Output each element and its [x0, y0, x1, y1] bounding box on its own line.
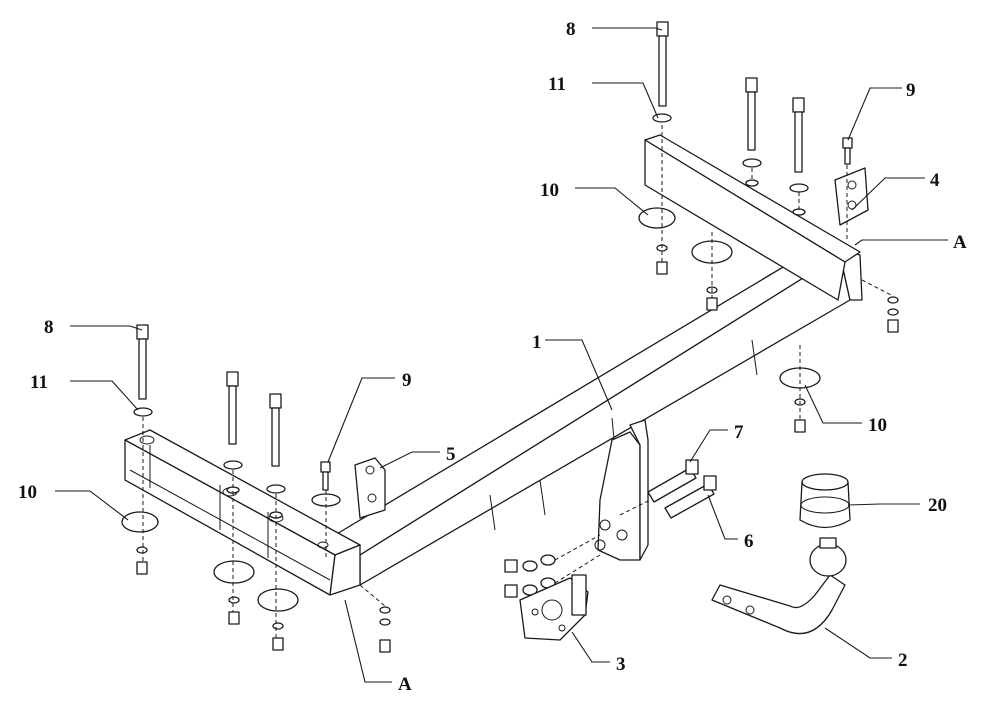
socket-plate-part-3: [519, 574, 589, 641]
ball-cover-part-20: [799, 473, 851, 529]
washer-stack-bottom: [379, 606, 391, 653]
towbar-crossbeam: [334, 134, 863, 586]
plate-right: [779, 367, 821, 433]
ball-mount-flange: [594, 419, 649, 561]
callout-10-left: 10: [18, 482, 37, 503]
bolt-part-7: [647, 459, 699, 503]
bolt-left-2: [223, 371, 243, 470]
bracket-part-4: [834, 137, 869, 226]
bracket-part-5: [311, 457, 386, 519]
bolt-top-3: [789, 97, 809, 193]
callout-a-bottom: A: [398, 674, 412, 695]
bolt-part-6: [664, 475, 717, 519]
callout-9-mid: 9: [402, 370, 412, 391]
callout-6: 6: [744, 531, 754, 552]
plate-left-low: [257, 588, 299, 651]
callout-2: 2: [898, 650, 908, 671]
plate-left-mid: [213, 560, 255, 625]
callout-8-top: 8: [566, 19, 576, 40]
callout-1: 1: [532, 332, 542, 353]
bolt-top-2: [742, 77, 762, 168]
callout-10-right: 10: [868, 415, 887, 436]
callout-labels: 8 11 9 4 10 A 1 8 11 9 10 7 5 10 20 6 3 …: [18, 19, 967, 695]
bolt-left-1: [133, 324, 153, 417]
callout-3: 3: [616, 654, 626, 675]
callout-4: 4: [930, 170, 940, 191]
callout-11-left: 11: [30, 372, 48, 393]
callout-5: 5: [446, 444, 456, 465]
bolt-top-1: [652, 21, 672, 123]
leader-lines: [55, 27, 948, 683]
tow-ball-part-2: [711, 537, 847, 635]
nuts-washers-group: [504, 534, 601, 598]
callout-20: 20: [928, 495, 947, 516]
callout-8-left: 8: [44, 317, 54, 338]
bolt-left-3: [266, 393, 286, 494]
callout-9-top: 9: [906, 80, 916, 101]
callout-a-right: A: [953, 232, 967, 253]
left-mounting-bracket: [124, 429, 361, 596]
callout-10-top: 10: [540, 180, 559, 201]
callout-7: 7: [734, 422, 744, 443]
washer-stack-right: [887, 296, 899, 333]
plate-left: [121, 511, 159, 575]
plate-top-left: [638, 207, 676, 275]
callout-11-top: 11: [548, 74, 566, 95]
